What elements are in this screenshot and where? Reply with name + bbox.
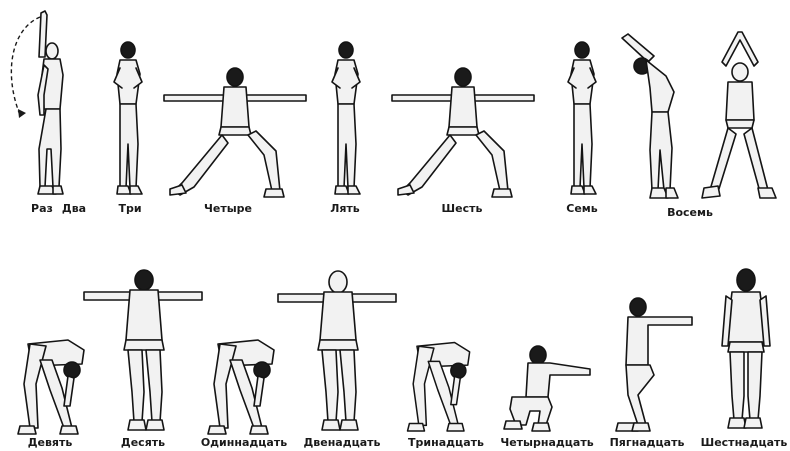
label-odinnadtsat: Одиннадцать	[201, 436, 287, 449]
label-vosem: Восемь	[667, 206, 713, 219]
label-raz: Раз	[31, 202, 53, 215]
label-pyat: Лять	[330, 202, 360, 215]
label-pyatnadtsat: Пягнадцать	[610, 436, 685, 449]
figure-arms-overhead-legs-apart	[700, 30, 780, 205]
label-trinadtsat: Тринадцать	[408, 436, 484, 449]
label-dvenadtsat: Двенадцать	[303, 436, 380, 449]
label-shest: Шесть	[442, 202, 483, 215]
figure-wide-stance-arms-out-2	[388, 65, 538, 200]
figure-forward-bend-3	[400, 330, 480, 435]
figure-standing-front	[716, 268, 776, 433]
figure-hands-on-hips	[108, 40, 153, 200]
label-shestnadtsat: Шестнадцать	[701, 436, 788, 449]
label-devyat: Девять	[28, 436, 73, 449]
label-dva: Два	[62, 202, 86, 215]
figure-wide-stance-arms-out	[160, 65, 310, 200]
label-tri: Три	[118, 202, 141, 215]
label-sem: Семь	[566, 202, 597, 215]
figure-backbend	[618, 30, 688, 205]
figure-hands-on-hips-2	[326, 40, 371, 200]
figure-arm-swing	[0, 5, 80, 200]
figure-forward-bend-2	[200, 330, 285, 435]
figure-side-hands-on-hips	[562, 40, 607, 200]
label-chetyre: Четыре	[204, 202, 252, 215]
label-desyat: Десять	[121, 436, 165, 449]
label-chetyrnadtsat: Четырнадцать	[500, 436, 593, 449]
figure-arms-out-back	[80, 268, 205, 433]
figure-squat-arms-forward	[498, 345, 593, 435]
figure-arms-out-front	[274, 268, 399, 433]
figure-half-squat-arms-forward	[608, 295, 698, 435]
